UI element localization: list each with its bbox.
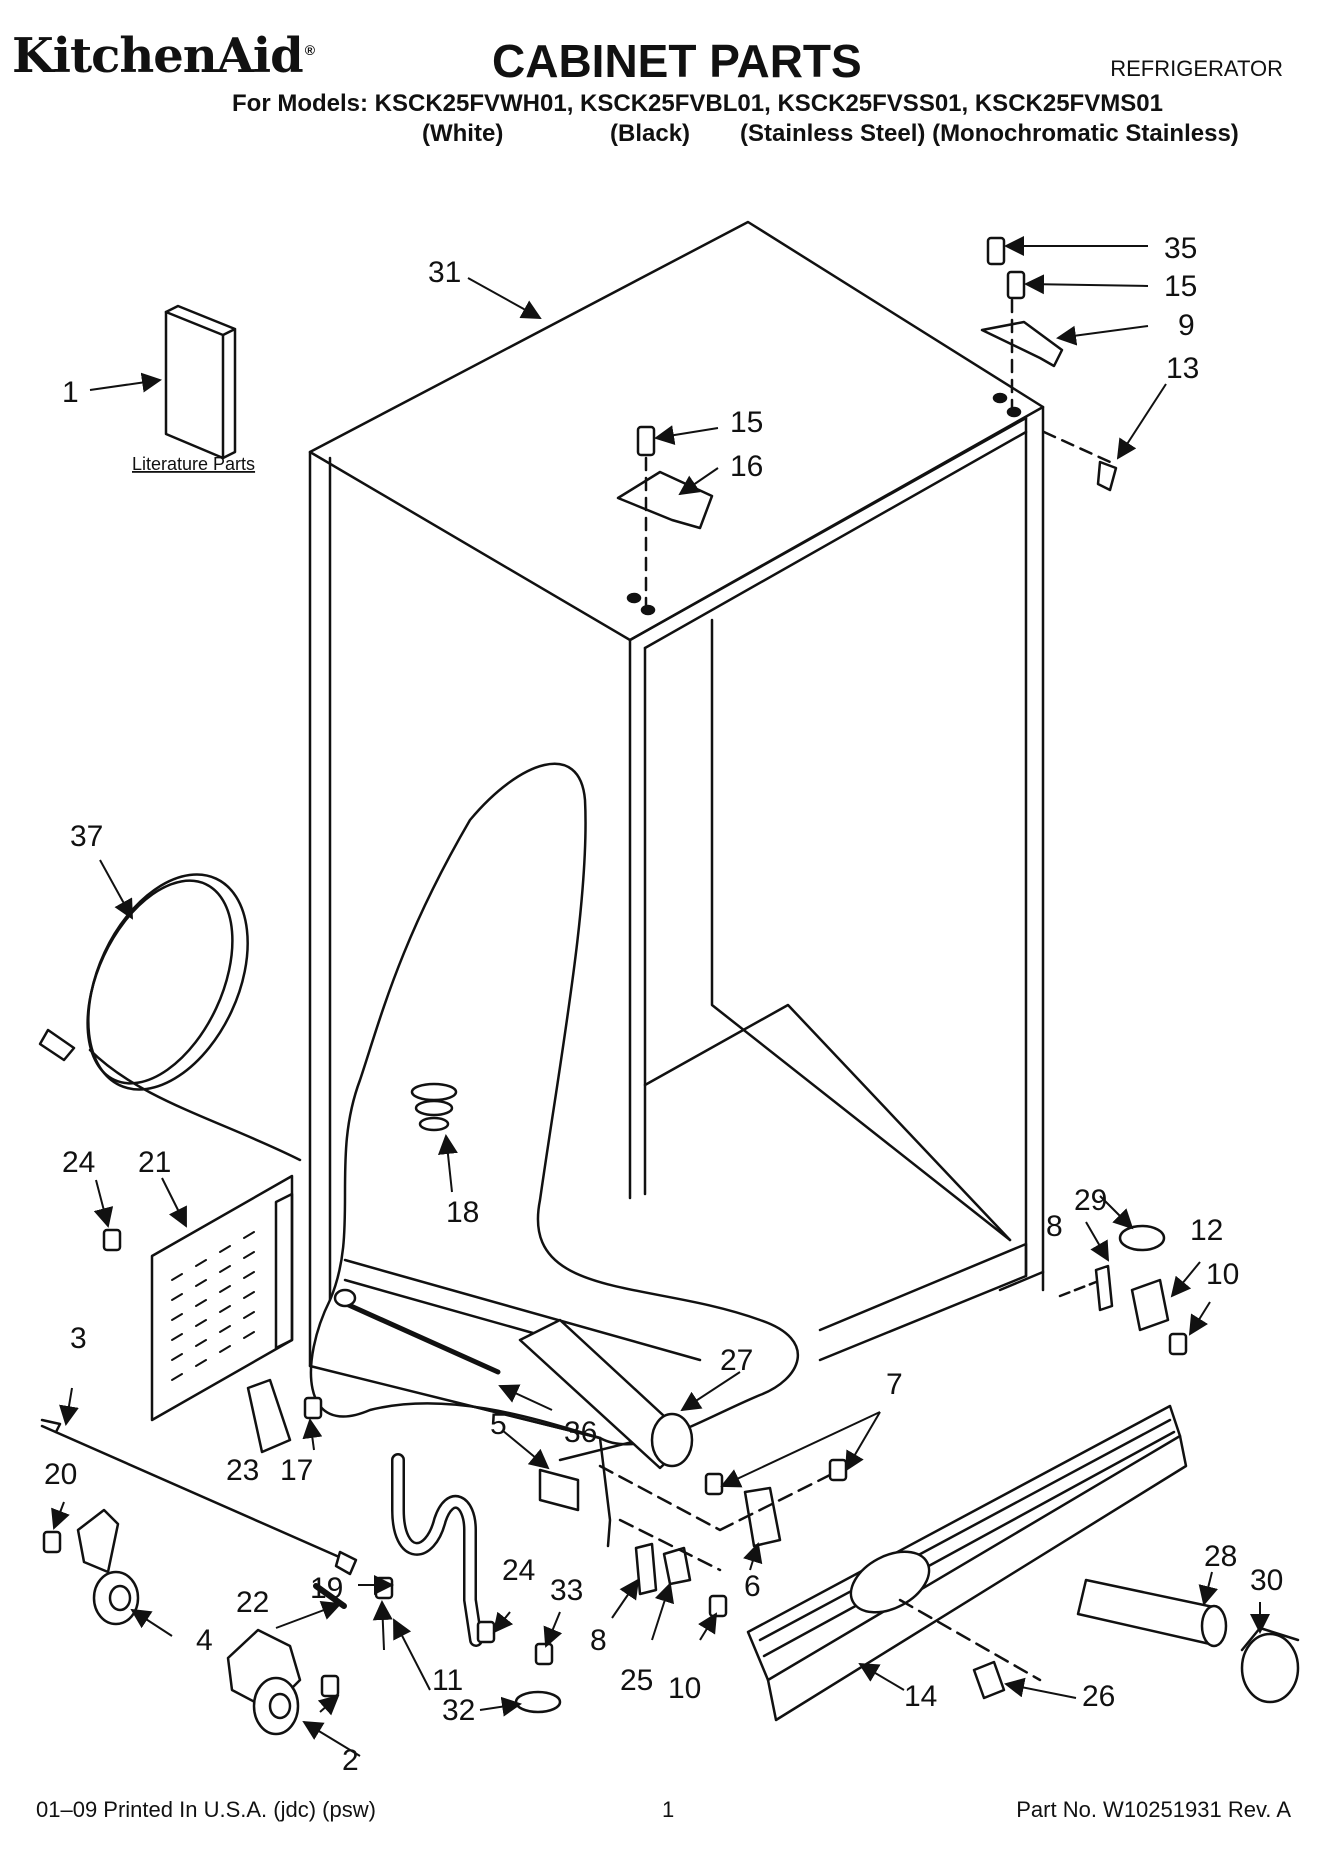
- drain-tube: [391, 1453, 483, 1647]
- rear-access-cover: [150, 1174, 294, 1422]
- appliance-type: REFRIGERATOR: [1110, 56, 1283, 81]
- callout-9: 9: [1178, 309, 1195, 342]
- lower-hinge-assembly: [1058, 1224, 1170, 1332]
- drain-fitting: [410, 1082, 458, 1132]
- callout-14: 14: [904, 1680, 937, 1713]
- callout-33: 33: [550, 1574, 583, 1607]
- page-number: 1: [662, 1797, 675, 1822]
- finish-white: (White): [422, 120, 504, 147]
- callout-25: 25: [620, 1664, 653, 1697]
- water-tube: [339, 1299, 501, 1375]
- screws: [42, 1228, 1188, 1698]
- callout-10-bottom: 10: [668, 1672, 701, 1705]
- callout-15-right: 15: [1164, 270, 1197, 303]
- callout-21: 21: [138, 1146, 171, 1179]
- callout-30: 30: [1250, 1564, 1283, 1597]
- page-title: CABINET PARTS: [492, 35, 862, 87]
- callout-17: 17: [280, 1454, 313, 1487]
- leveling-rod-assembly: [40, 1418, 358, 1736]
- callout-6: 6: [744, 1570, 761, 1603]
- callout-16: 16: [730, 450, 763, 483]
- callout-15-top: 15: [730, 406, 763, 439]
- callout-28: 28: [1204, 1540, 1237, 1573]
- finish-black: (Black): [610, 120, 691, 147]
- filter-housing: [518, 1318, 694, 1470]
- warning-label: [538, 1468, 580, 1512]
- callout-13: 13: [1166, 352, 1199, 385]
- callout-31: 31: [428, 256, 461, 289]
- callout-23: 23: [226, 1454, 259, 1487]
- callout-3: 3: [70, 1322, 87, 1355]
- callout-7: 7: [886, 1368, 903, 1401]
- model-list: For Models: KSCK25FVWH01, KSCK25FVBL01, …: [232, 90, 1163, 117]
- callout-32: 32: [442, 1694, 475, 1727]
- filter-clip: [972, 1660, 1006, 1700]
- callout-18: 18: [446, 1196, 479, 1229]
- literature-parts-label: Literature Parts: [132, 454, 255, 474]
- literature-booklet: [164, 304, 237, 460]
- finish-stainless: (Stainless Steel) (Monochromatic Stainle…: [740, 120, 1239, 147]
- callout-35: 35: [1164, 232, 1197, 265]
- callout-24-bottom: 24: [502, 1554, 535, 1587]
- callout-8-right: 8: [1046, 1210, 1063, 1243]
- callout-2: 2: [342, 1744, 359, 1777]
- callout-10-right: 10: [1206, 1258, 1239, 1291]
- callout-22: 22: [236, 1586, 269, 1619]
- callout-11: 11: [432, 1664, 463, 1697]
- callout-29: 29: [1074, 1184, 1107, 1217]
- callout-12: 12: [1190, 1214, 1223, 1247]
- callout-20: 20: [44, 1458, 77, 1491]
- gasket-32: [514, 1690, 562, 1714]
- callout-24-left: 24: [62, 1146, 95, 1179]
- callout-4: 4: [196, 1624, 213, 1657]
- callout-5: 5: [490, 1408, 507, 1441]
- power-cord: [38, 873, 302, 1162]
- callout-37: 37: [70, 820, 103, 853]
- callout-8-bottom: 8: [590, 1624, 607, 1657]
- hinge-bracket: [246, 1378, 292, 1454]
- water-filter: [1076, 1578, 1300, 1704]
- callout-1: 1: [62, 376, 79, 409]
- callout-26: 26: [1082, 1680, 1115, 1713]
- callout-36: 36: [564, 1416, 597, 1449]
- print-info: 01–09 Printed In U.S.A. (jdc) (psw): [36, 1797, 376, 1822]
- cabinet-shell: [308, 220, 1045, 1440]
- leader-arrows: [51, 236, 1270, 1757]
- brand-logo: KitchenAid®: [12, 28, 315, 84]
- callout-19: 19: [310, 1572, 343, 1605]
- toe-grille: [746, 1404, 1188, 1722]
- part-number: Part No. W10251931 Rev. A: [1016, 1797, 1291, 1822]
- cutaway-opening: [309, 762, 800, 1446]
- callout-27: 27: [720, 1344, 753, 1377]
- right-hinge-parts: [980, 236, 1118, 492]
